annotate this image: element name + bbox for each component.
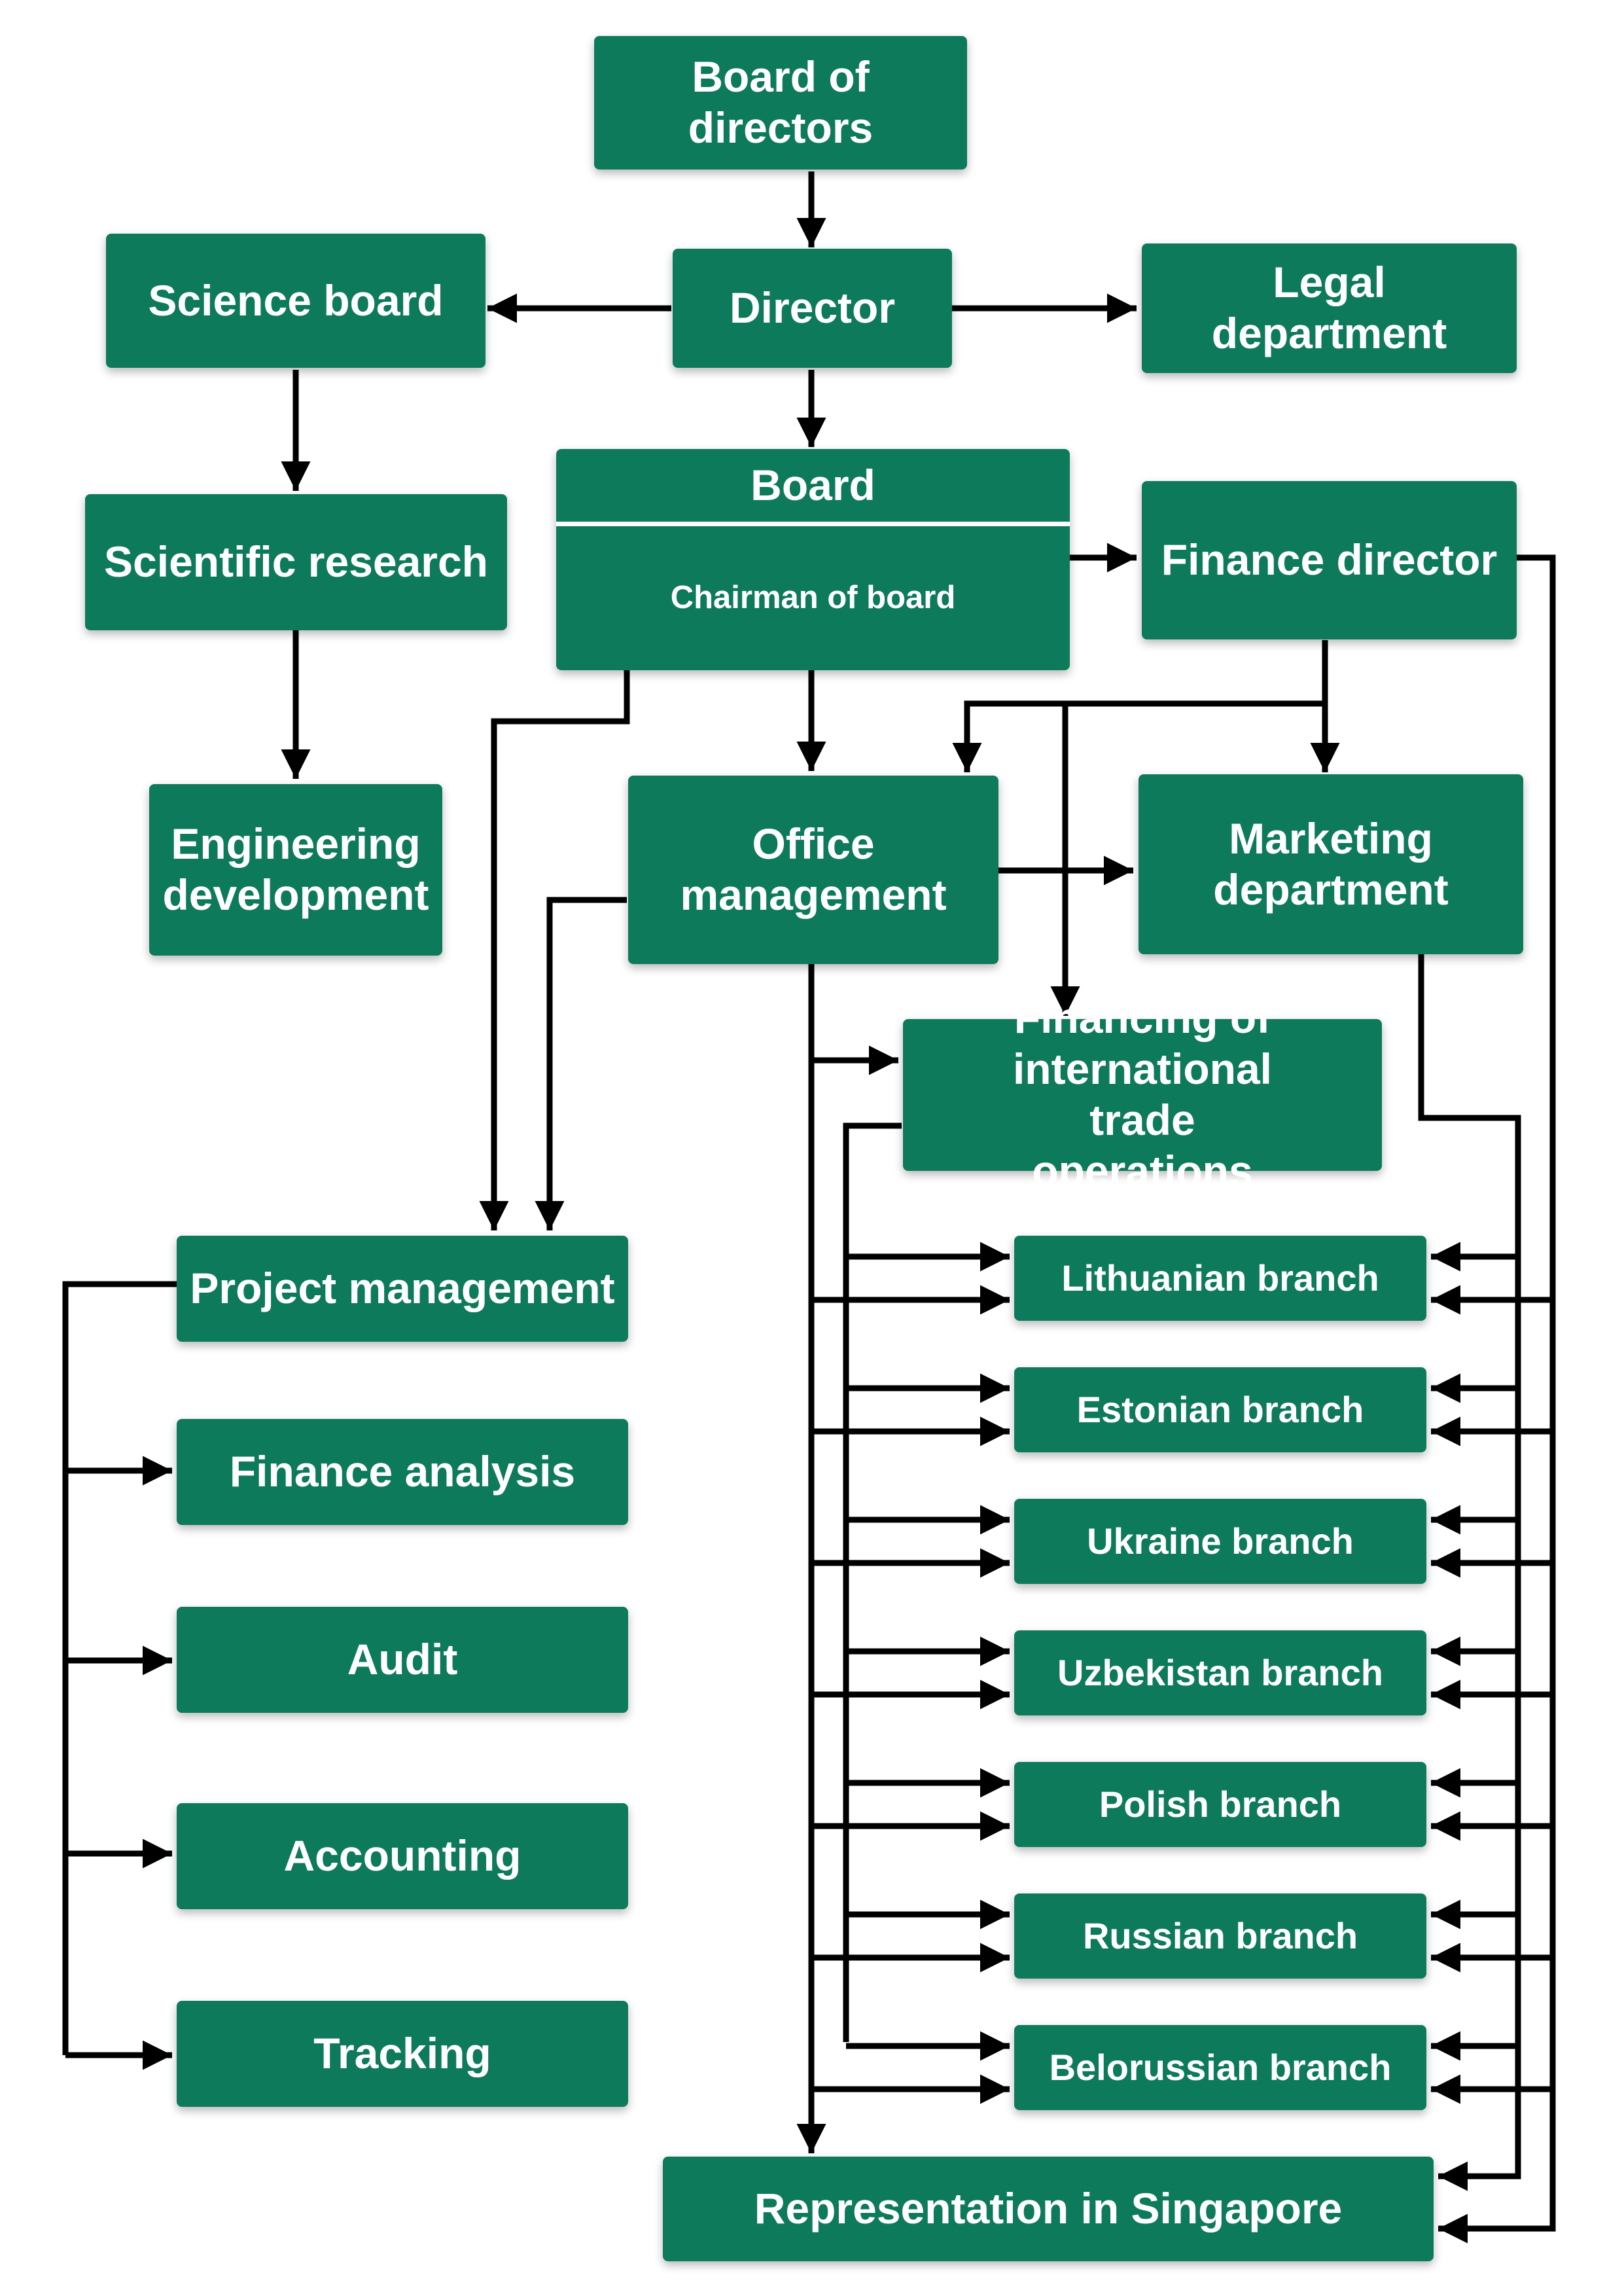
tracking-label: Tracking	[313, 2029, 491, 2078]
scientific-research-label: Scientific research	[104, 537, 488, 586]
arrow-board-to-project-management	[479, 668, 630, 1230]
audit-node: Audit	[177, 1607, 628, 1713]
branch-label: Russian branch	[1082, 1914, 1358, 1956]
branch-label: Polish branch	[1099, 1783, 1342, 1825]
marketing-department-label: Marketing department	[1213, 814, 1449, 914]
director-label: Director	[729, 283, 896, 332]
marketing-department-node: Marketing department	[1139, 774, 1523, 954]
branch-label: Estonian branch	[1076, 1388, 1364, 1430]
branch-node-uzbekistan-branch: Uzbekistan branch	[1014, 1630, 1426, 1715]
finance-director-node: Finance director	[1142, 481, 1517, 639]
project-management-label: Project management	[190, 1264, 615, 1313]
finance-analysis-label: Finance analysis	[229, 1447, 576, 1496]
branch-node-lithuanian-branch: Lithuanian branch	[1014, 1236, 1426, 1321]
board-title: Board	[556, 449, 1070, 526]
science-board-label: Science board	[148, 276, 444, 325]
branch-node-polish-branch: Polish branch	[1014, 1762, 1426, 1847]
branch-node-estonian-branch: Estonian branch	[1014, 1367, 1426, 1452]
engineering-development-node: Engineering development	[149, 784, 442, 956]
chairman-of-board-label: Chairman of board	[670, 580, 956, 616]
director-node: Director	[673, 249, 952, 368]
branch-node-ukraine-branch: Ukraine branch	[1014, 1499, 1426, 1584]
project-management-trunk	[62, 1281, 177, 2055]
science-board-node: Science board	[106, 234, 485, 368]
financing-trunk	[843, 1122, 902, 2042]
financing-international-label: Financing of international trade operati…	[1012, 994, 1273, 1195]
branch-label: Lithuanian branch	[1061, 1257, 1379, 1299]
arrow-office-to-project-management	[535, 897, 627, 1230]
branch-label: Belorussian branch	[1049, 2046, 1392, 2088]
board-of-directors-node: Board of directors	[594, 36, 967, 170]
finance-director-label: Finance director	[1161, 535, 1498, 584]
branch-label: Ukraine branch	[1087, 1520, 1354, 1562]
branch-node-russian-branch: Russian branch	[1014, 1893, 1426, 1979]
branch-node-belorussian-branch: Belorussian branch	[1014, 2025, 1426, 2110]
legal-department-label: Legal department	[1211, 258, 1447, 357]
engineering-development-label: Engineering development	[162, 819, 429, 919]
arrow-finance-director-to-singapore	[1438, 554, 1556, 2244]
branch-label: Uzbekistan branch	[1057, 1651, 1383, 1693]
project-management-node: Project management	[177, 1236, 628, 1342]
board-of-directors-label: Board of directors	[688, 52, 874, 152]
financing-international-node: Financing of international trade operati…	[903, 994, 1382, 1195]
finance-analysis-node: Finance analysis	[177, 1419, 628, 1525]
representation-singapore-node: Representation in Singapore	[663, 2157, 1434, 2261]
scientific-research-node: Scientific research	[85, 494, 507, 630]
accounting-label: Accounting	[283, 1831, 521, 1880]
office-management-node: Office management	[628, 776, 998, 964]
arrow-finance-director-to-office	[952, 640, 1328, 772]
board-node: Board Chairman of board	[556, 449, 1070, 670]
arrow-marketing-to-singapore	[1418, 952, 1521, 2191]
office-management-label: Office management	[680, 819, 947, 919]
accounting-node: Accounting	[177, 1803, 628, 1909]
legal-department-node: Legal department	[1142, 243, 1517, 373]
tracking-node: Tracking	[177, 2001, 628, 2107]
audit-label: Audit	[347, 1635, 458, 1684]
representation-singapore-label: Representation in Singapore	[754, 2184, 1343, 2233]
